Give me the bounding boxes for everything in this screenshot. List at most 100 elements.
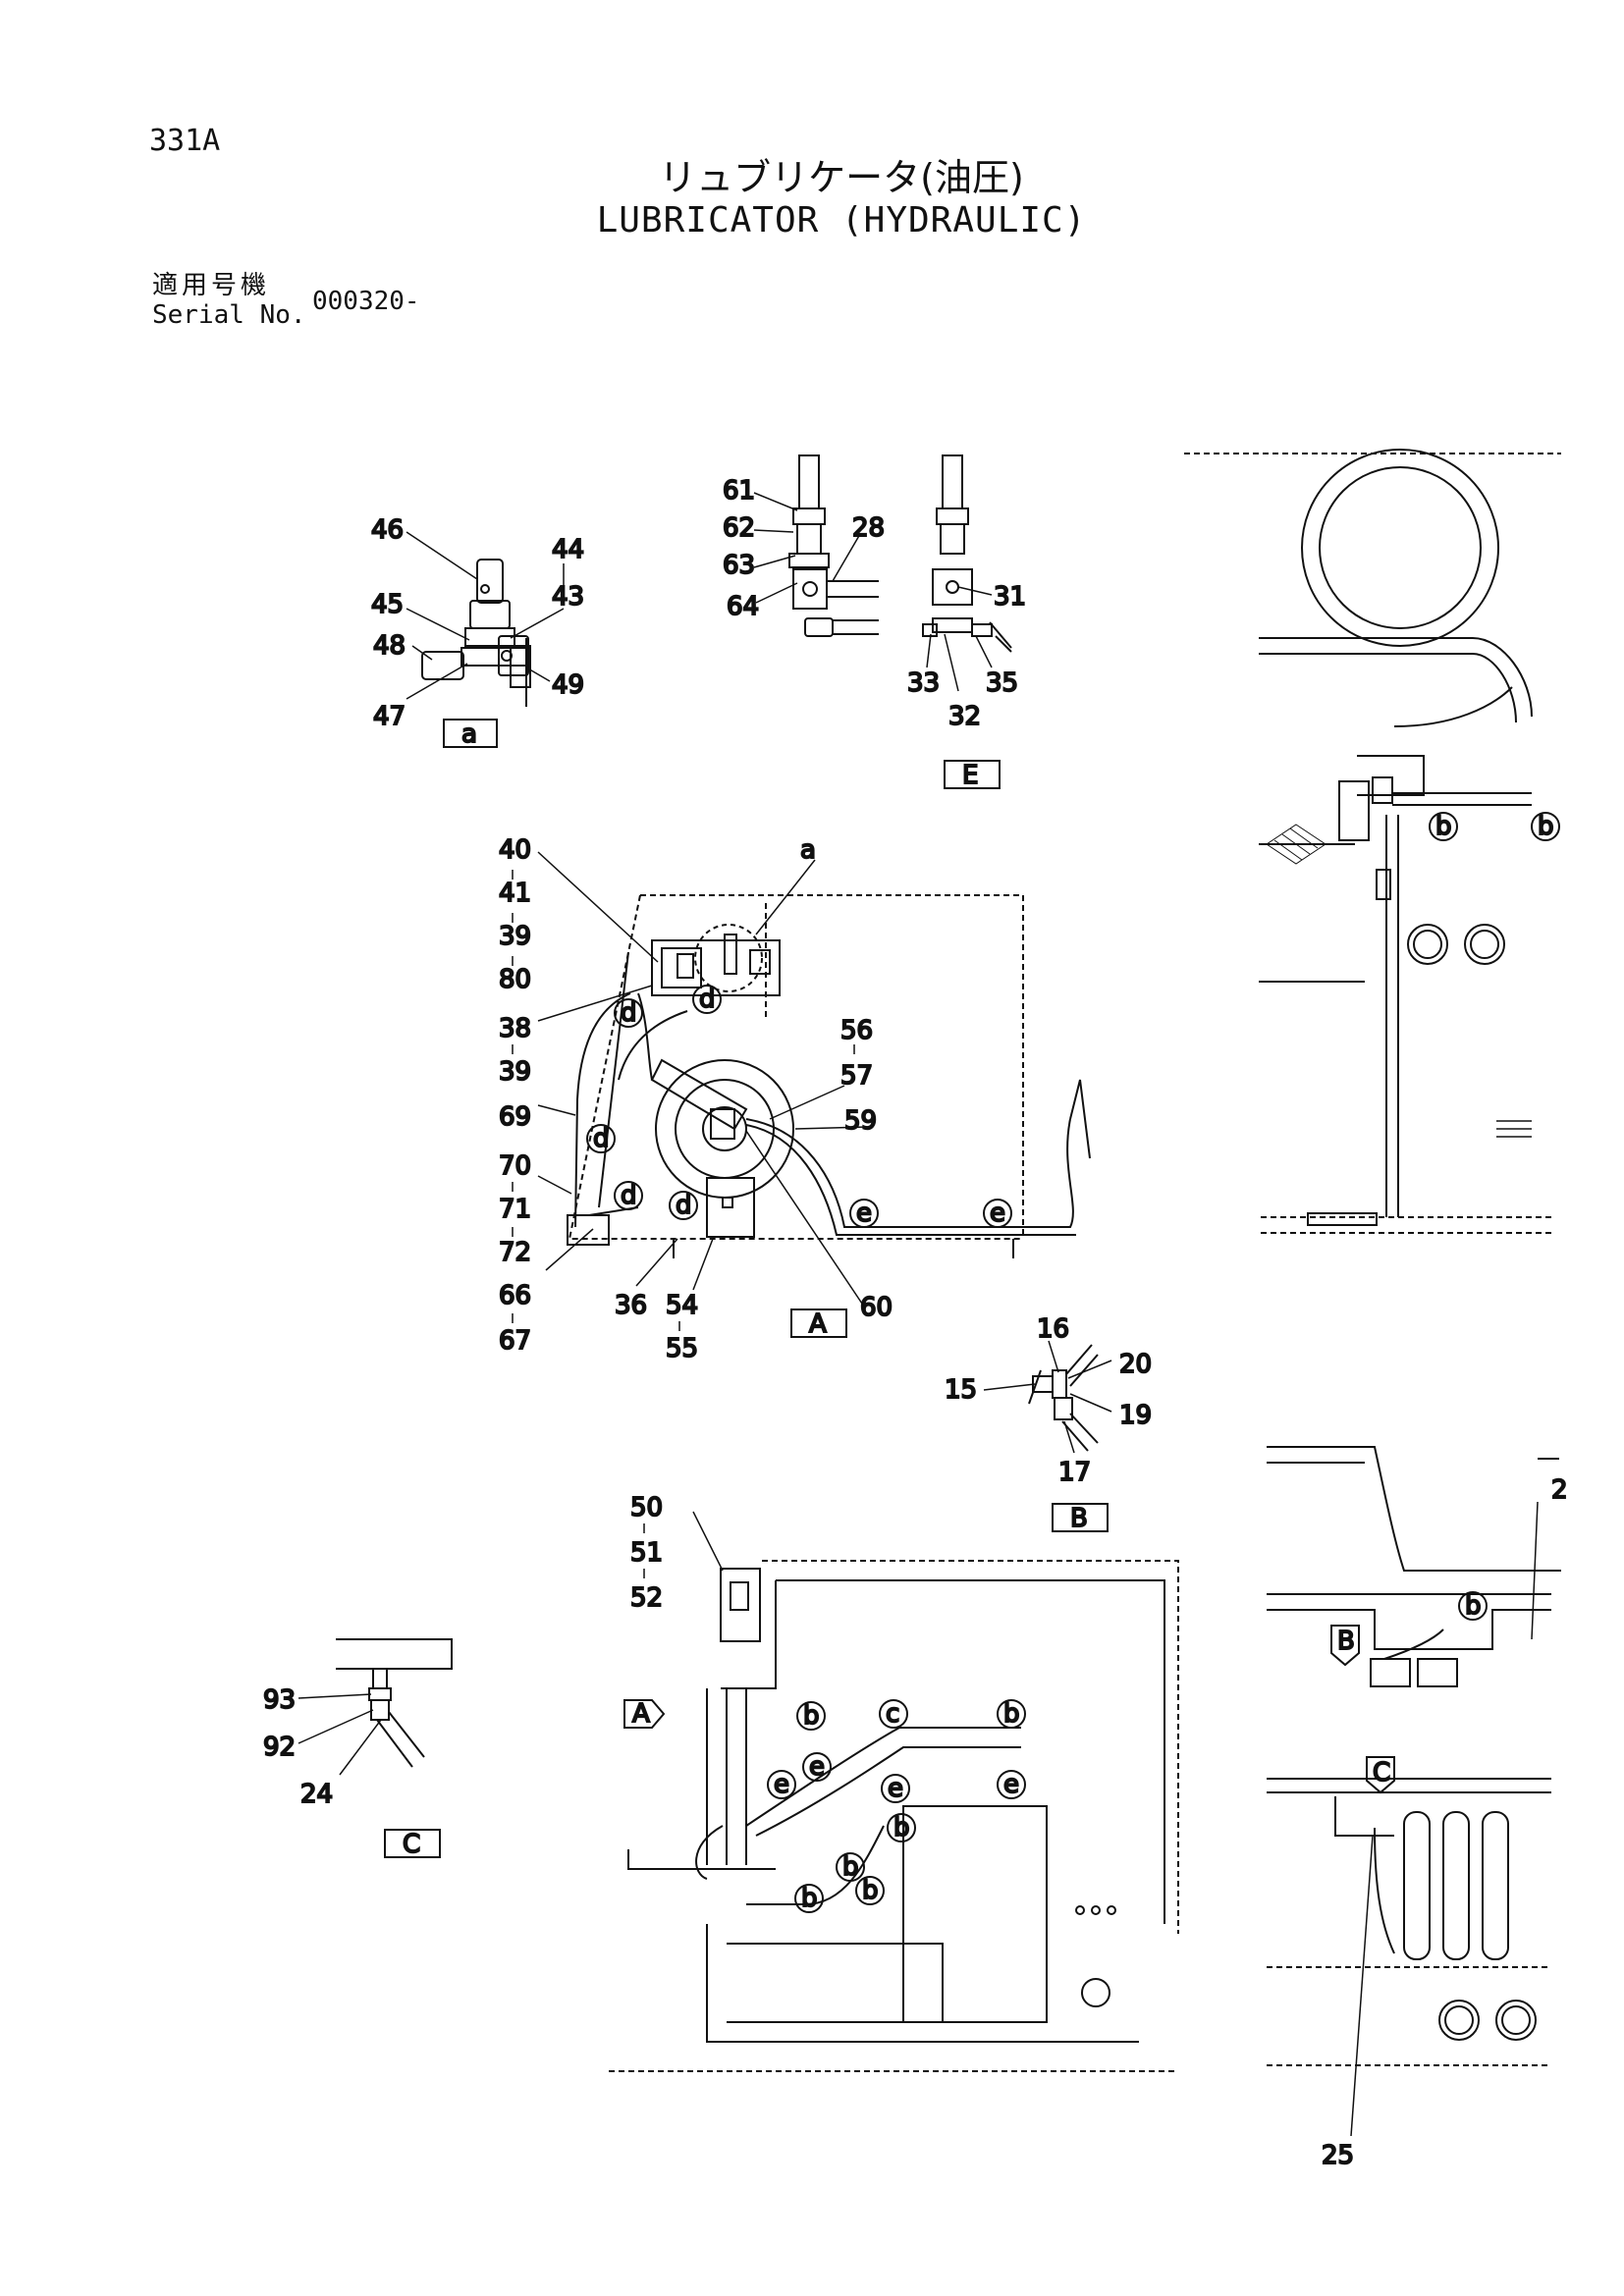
callout-92: 92 bbox=[263, 1733, 296, 1762]
callout-69: 69 bbox=[499, 1102, 531, 1132]
callout-31: 31 bbox=[994, 582, 1026, 612]
marker-b-7: b bbox=[1435, 812, 1452, 841]
leaders-view-e bbox=[753, 492, 993, 692]
callout-56: 56 bbox=[840, 1016, 873, 1045]
callout-48: 48 bbox=[373, 631, 406, 661]
callout-55: 55 bbox=[666, 1334, 698, 1363]
callout-54: 54 bbox=[666, 1291, 698, 1320]
callout-64: 64 bbox=[727, 592, 759, 621]
callout-38: 38 bbox=[499, 1014, 531, 1043]
detail-view-a bbox=[421, 559, 531, 707]
view-label-a: a bbox=[461, 720, 477, 749]
marker-d-5: d bbox=[676, 1191, 692, 1220]
title-japanese: リュブリケータ(油圧) bbox=[659, 156, 1024, 199]
view-label-a-main: A bbox=[809, 1309, 827, 1339]
marker-e-1: e bbox=[856, 1199, 872, 1228]
leaders-machine-area bbox=[692, 1511, 724, 1572]
marker-b-6: b bbox=[801, 1884, 818, 1913]
callout-62: 62 bbox=[723, 513, 755, 543]
callout-39-b: 39 bbox=[499, 1057, 531, 1087]
callout-39-a: 39 bbox=[499, 922, 531, 951]
marker-c-1: c bbox=[886, 1699, 899, 1729]
marker-b-9: b bbox=[1465, 1591, 1482, 1621]
callout-61: 61 bbox=[723, 476, 755, 506]
callout-41: 41 bbox=[499, 879, 531, 908]
view-arrow-b bbox=[1330, 1625, 1360, 1667]
marker-d-3: d bbox=[593, 1124, 610, 1153]
detail-view-c bbox=[336, 1638, 453, 1768]
callout-66: 66 bbox=[499, 1281, 531, 1310]
callout-36: 36 bbox=[615, 1291, 647, 1320]
marker-b-1: b bbox=[803, 1701, 820, 1731]
view-box-c bbox=[384, 1829, 441, 1858]
callout-59: 59 bbox=[844, 1106, 877, 1136]
callout-44: 44 bbox=[552, 535, 584, 564]
serial-label-english: Serial No. bbox=[152, 300, 306, 330]
serial-label-japanese: 適用号機 bbox=[152, 271, 271, 300]
callout-63: 63 bbox=[723, 551, 755, 580]
callout-20: 20 bbox=[1119, 1350, 1152, 1379]
marker-e-2: e bbox=[990, 1199, 1005, 1228]
marker-d-1: d bbox=[621, 998, 637, 1028]
detail-view-b bbox=[1028, 1344, 1099, 1452]
callout-45: 45 bbox=[371, 590, 404, 619]
callout-28: 28 bbox=[852, 513, 885, 543]
leaders-view-c bbox=[298, 1693, 382, 1776]
callout-72: 72 bbox=[499, 1238, 531, 1267]
marker-e-3: e bbox=[809, 1752, 825, 1782]
leaders-right-bottom bbox=[1350, 1501, 1539, 2137]
view-arrow-b-label: B bbox=[1337, 1627, 1355, 1656]
marker-b-3: b bbox=[893, 1813, 910, 1842]
frame-view-right-top bbox=[1184, 449, 1561, 1234]
leaders-view-a-main bbox=[537, 851, 869, 1305]
callout-51: 51 bbox=[630, 1538, 663, 1568]
circled-markers-view-a bbox=[586, 985, 1012, 1228]
callout-93: 93 bbox=[263, 1685, 296, 1715]
callout-47: 47 bbox=[373, 702, 406, 731]
leaders-view-b bbox=[983, 1340, 1112, 1454]
callout-dashes-view-a bbox=[512, 870, 855, 1331]
callout-2-partial: 2 bbox=[1551, 1475, 1568, 1505]
callout-71: 71 bbox=[499, 1195, 531, 1224]
marker-b-2: b bbox=[1003, 1699, 1020, 1729]
title-english: LUBRICATOR (HYDRAULIC) bbox=[596, 200, 1087, 240]
callout-49: 49 bbox=[552, 670, 584, 700]
callout-50: 50 bbox=[630, 1493, 663, 1522]
marker-d-2: d bbox=[699, 985, 716, 1014]
view-label-c: C bbox=[403, 1830, 420, 1859]
view-box-e bbox=[944, 760, 1001, 789]
callout-52: 52 bbox=[630, 1583, 663, 1613]
callout-46: 46 bbox=[371, 515, 404, 545]
marker-b-4: b bbox=[842, 1852, 859, 1882]
circled-markers-machine-area bbox=[767, 1699, 1026, 1913]
page-code: 331A bbox=[149, 124, 221, 158]
callout-32: 32 bbox=[948, 702, 981, 731]
callout-43: 43 bbox=[552, 582, 584, 612]
callout-67: 67 bbox=[499, 1326, 531, 1356]
marker-b-8: b bbox=[1538, 812, 1554, 841]
view-arrow-c bbox=[1366, 1756, 1395, 1794]
main-assembly-view-a bbox=[567, 894, 1091, 1258]
callout-24: 24 bbox=[300, 1780, 333, 1809]
callout-ref-a: a bbox=[800, 835, 816, 865]
view-label-e: E bbox=[962, 761, 978, 790]
view-box-a bbox=[443, 719, 498, 748]
serial-number-value: 000320- bbox=[312, 287, 420, 316]
view-arrow-a-label: A bbox=[632, 1699, 650, 1729]
view-arrow-c-label: C bbox=[1373, 1758, 1390, 1788]
view-box-b bbox=[1052, 1503, 1109, 1532]
callout-16: 16 bbox=[1037, 1314, 1069, 1344]
callout-25: 25 bbox=[1322, 2141, 1354, 2170]
callout-17: 17 bbox=[1058, 1458, 1091, 1487]
view-arrow-a bbox=[623, 1699, 666, 1729]
marker-e-5: e bbox=[1003, 1770, 1019, 1799]
callout-40: 40 bbox=[499, 835, 531, 865]
callout-35: 35 bbox=[986, 668, 1018, 698]
callout-15: 15 bbox=[945, 1375, 977, 1405]
leaders-view-a bbox=[406, 531, 565, 700]
marker-d-4: d bbox=[621, 1181, 637, 1210]
callout-33: 33 bbox=[907, 668, 940, 698]
view-box-a-main bbox=[790, 1308, 847, 1338]
marker-e-6: e bbox=[888, 1774, 903, 1803]
